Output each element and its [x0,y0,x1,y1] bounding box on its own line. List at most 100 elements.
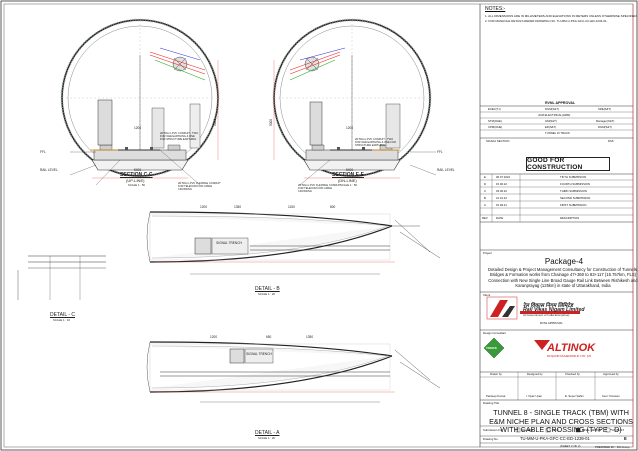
rvnl-logo-mark [486,296,580,320]
conduit-note2-cc: 2R 50mm PVC FLEXIBLE CONDUIT FOR TELECOM… [178,182,221,191]
approval-r4c1: CPM(OHE) [488,125,503,129]
rev-row-2-rev: D [484,182,487,186]
drawn-by-name: Pardeep Kumar [486,394,506,398]
detail-c-title: DETAIL - C [50,312,76,318]
title-block-grid [480,105,633,444]
drawing-number: TU-MM-U-PKA-GFC-CC-ED-1239-01 [520,436,590,441]
detail-a-dim-2: 650 [266,335,272,339]
rev-row-5-rev: A [484,203,486,207]
rev-head-desc: DESCRIPTION [560,216,580,220]
footer-prepared-by: PREPARED BY : DS Group [595,445,630,449]
section-ee-scale: SCALE 1 : 50 [340,183,357,187]
rev-row-3-rev: C [484,189,487,193]
consultant-label: Design Consultant [483,331,506,335]
altinok-subtitle: MUŞAVİR MÜHENDISLIK LTD. ŞTİ. [547,354,592,358]
detail-b-dim-4: 800 [330,205,336,209]
detail-a-drawing [146,341,441,403]
altinok-logo-text: ALTINOK [547,342,596,354]
drawing-revision: E [624,436,627,441]
detail-a-scale: SCALE 1 : 20 [258,436,275,440]
section-cc-drawing [60,18,220,186]
designed-by-name: I. Nyaz Uyan [526,394,543,398]
approval-heading: RVNL APPROVAL [545,101,576,105]
approval-r1c1: EXEC(T-I) [488,107,501,111]
detail-b-scale: SCALE 1 : 20 [258,292,275,296]
drawing-sheet: (SHEET 2 OF 2) [560,444,581,448]
drawing-title: TUNNEL 8 - SINGLE TRACK (TBM) WITH E&M N… [489,408,633,435]
dim-1200-cc: 1200 [134,126,142,130]
conduit-note-cc: 2R 50mm PVC CONDUIT - TWO FOR OHE EARTHI… [160,132,199,141]
dim-5400-ee: 5400 [346,168,354,172]
rev-head-rev: REV [482,216,488,220]
detail-c-scale: SCALE 1 : 10 [53,318,70,322]
ffl-label-ee: FFL [437,150,443,154]
note-1: 1. ALL DIMENSIONS ARE IN MILLIMETERS AND… [485,14,638,18]
approval-r4c2: ED(S&T) [545,125,557,129]
altinok-logo-mark [534,340,550,350]
dim-1200-ee: 1200 [346,126,354,130]
detail-a-dim-1: 1200 [210,335,218,339]
status-checkboxes [515,427,611,433]
approved-by-label: Approved by [603,372,619,376]
section-ee-drawing [272,18,437,186]
section-ee-subtitle: (DN-LINE) [338,178,357,183]
status-final-design: FINAL DESIGN [582,428,602,432]
status-review: REVIEW [522,428,534,432]
rev-row-5-date: 15.09.21 [496,203,507,207]
rev-row-2-desc: FOURTH SUBMISSION [560,182,590,186]
rev-row-1-rev: E [484,175,486,179]
status-info: INFO [552,428,559,432]
status-as-built: AS BUILT [612,428,625,432]
project-description: Detailed Design & Project Management Con… [488,267,638,289]
rev-row-3-desc: THIRD SUBMISSION [560,189,587,193]
signal-trench-a: SIGNAL TRENCH [246,352,272,356]
section-cc-subtitle: (UP-LINE) [126,178,145,183]
signal-section: SIGNAL SECTION [486,139,510,143]
client-label: Client [483,293,491,297]
rev-row-1-desc: TIFTH SUBMISSION [560,175,587,179]
approval-r2c2: JGM ELECTRICAL(GRM) [538,113,571,117]
ffl-label-cc: FFL [40,150,46,154]
detail-a-title: DETAIL - A [255,430,280,436]
checked-by-name: E. Seçer Sahin [565,394,584,398]
rev-row-4-date: 21.01.22 [496,196,507,200]
conduit-note2-ee: 2R 50mm PVC FLEXIBLE CONDUIT FOR TELECOM… [298,184,341,193]
detail-c-drawing [17,255,106,300]
client-subtitle: (A Government of India Enterprise) [523,313,570,317]
project-label: Project [483,251,492,255]
tomas-logo-text: TOMAS [486,346,497,350]
client-approval: RVNL APPROVAL [540,321,563,325]
detail-b-title: DETAIL - B [255,286,280,292]
approval-r3c1: STM(OHE) [488,119,502,123]
section-ee-title: SECTION E-E [332,172,364,178]
rev-row-4-desc: SECOND SUBMISSION [560,196,591,200]
dim-5000-ee: 5000 [269,118,273,126]
rev-head-date: DATE [496,216,504,220]
rev-row-2-date: 15.06.22 [496,182,507,186]
dim-5000-cc: 5000 [213,118,217,126]
rail-level-ee: RAIL LEVEL [437,168,455,172]
approval-r3c3: Manager(S&T) [596,119,615,123]
approved-by-name: Cem Yücesan [602,394,620,398]
drawn-by-label: Drawn by [490,372,502,376]
rev-row-3-date: 03.06.22 [496,189,507,193]
dsk-label: DSK [608,139,614,143]
tomas-logo-mark [483,337,505,359]
conduit-note-ee: 2R 50mm PVC CONDUIT - TWO FOR OHE EARTHI… [355,138,396,147]
rev-row-1-date: 06.07.2022 [496,175,510,179]
rev-row-5-desc: FIRST SUBMISSION [560,203,587,207]
client-name: Rail Vikas Nigam Limited [523,307,585,313]
drawing-title-label: Drawing Title [483,401,500,405]
detail-b-dim-2: 1350 [234,205,242,209]
project-title: Package-4 [544,257,584,266]
approval-r4c3: DGM(S&T) [598,125,612,129]
approval-r1c3: SDE(S&T) [598,107,612,111]
designed-by-label: Designed by [527,372,543,376]
detail-a-dim-3: 1350 [306,335,314,339]
signal-trench-b: SIGNAL TRENCH [216,241,242,245]
notes-heading: NOTES:- [485,6,506,12]
client-name-hindi: रेल विकास निगम लिमिटेड [523,303,573,309]
detail-b-dim-1: 1200 [200,205,208,209]
rail-level-cc: RAIL LEVEL [40,168,58,172]
